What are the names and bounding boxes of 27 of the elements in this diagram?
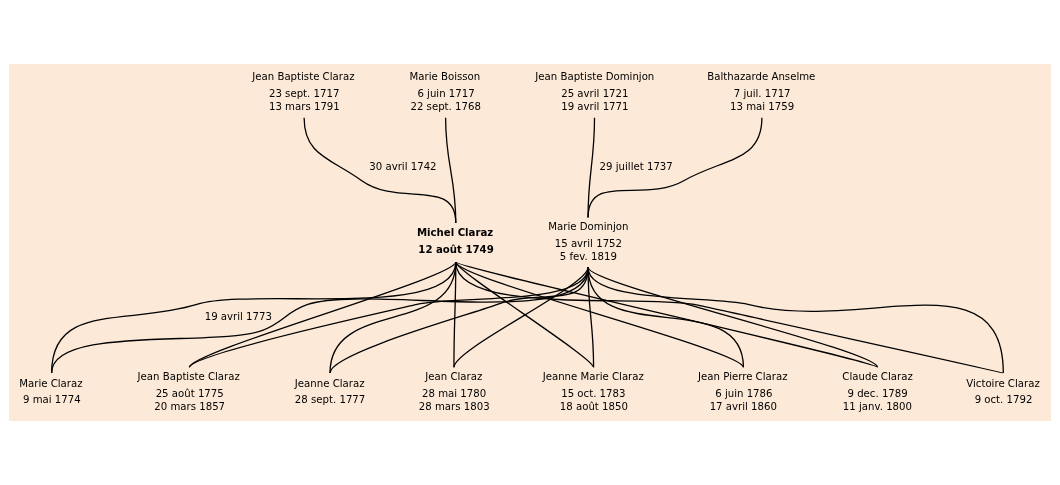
connector: [455, 261, 879, 368]
node-text: Claude Claraz 9 dec. 1789 11 janv. 1800: [842, 371, 913, 412]
node-text: Jean Baptiste Claraz 23 sept. 1717 13 mars 1791: [252, 71, 355, 113]
connector: [587, 117, 763, 219]
node-text: Jean Pierre Claraz 6 juin 1786 17 avril 1860: [698, 371, 788, 412]
connector: [444, 117, 457, 224]
node-text: Balthazarde Anselme 7 juil. 1717 13 mai 1759: [707, 71, 816, 113]
node-text: Jean Baptiste Dominjon 25 avril 1721 19 avril 1771: [535, 71, 655, 113]
node-text: Victoire Claraz 9 oct. 1792: [966, 377, 1040, 406]
node-text: Marie Dominjon 15 avril 1752 5 fev. 1819: [548, 221, 629, 262]
connector: [50, 261, 457, 374]
node-text: Jean Claraz 28 mai 1780 28 mars 1803: [418, 371, 490, 412]
connector: [455, 261, 1004, 374]
edge-label: 29 juillet 1737: [599, 161, 673, 173]
node-text: Michel Claraz 12 août 1749: [416, 226, 494, 255]
edge-label: 19 avril 1773: [204, 311, 272, 322]
node-text: Marie Claraz 9 mai 1774: [19, 377, 83, 406]
connector: [587, 266, 745, 368]
connector: [303, 117, 457, 224]
node-text: Jean Baptiste Claraz 25 août 1775 20 mars 1857: [137, 371, 240, 412]
node-text: Jeanne Marie Claraz 15 oct. 1783 18 août 1850: [542, 371, 644, 412]
node-text: Jeanne Claraz 28 sept. 1777: [294, 377, 366, 406]
connector: [587, 266, 1004, 374]
connector: [455, 261, 745, 368]
connector: [587, 266, 879, 368]
node-text: Marie Boisson 6 juin 1717 22 sept. 1768: [409, 71, 481, 113]
edge-label: 30 avril 1742: [369, 161, 437, 173]
